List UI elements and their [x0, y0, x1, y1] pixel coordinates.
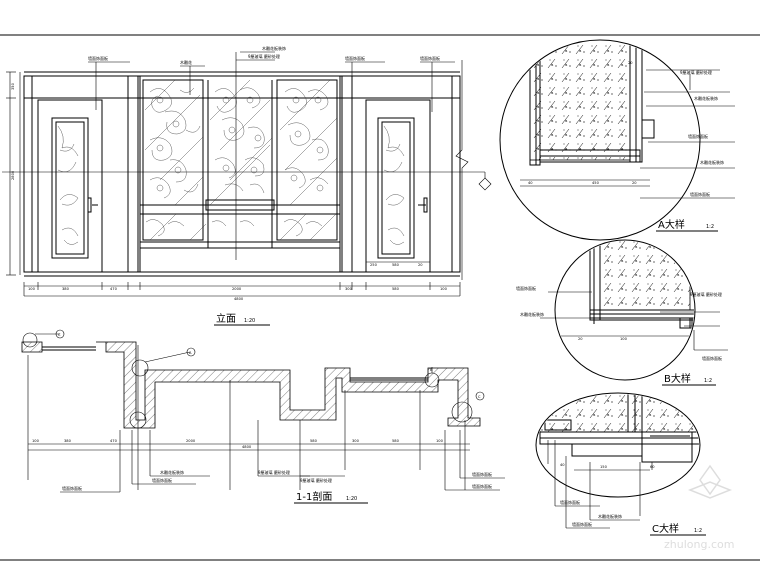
dim-380-left: 380 — [62, 287, 70, 291]
left-door — [37, 99, 103, 273]
sec-dim-380: 380 — [64, 439, 72, 443]
a-dim-40: 40 — [528, 181, 533, 185]
detail-c: 墙面饰面板 墙面饰面板 木雕花板装饰 40 150 60 C大样 1:2 — [535, 392, 706, 536]
dim-580: 580 — [392, 287, 400, 291]
section-title: 1-1剖面 — [296, 490, 332, 503]
b-label-glass: 9厘玻璃 磨砂处理 — [690, 291, 722, 297]
marker-c-right — [475, 391, 485, 401]
b-label-wall-veneer-2: 墙面饰面板 — [702, 355, 722, 361]
dim-2800-vertical: 2800 — [11, 170, 15, 180]
dim-4800: 4800 — [234, 297, 244, 301]
dim-580-b: 580 — [392, 263, 400, 267]
sec-dim-470: 470 — [110, 439, 118, 443]
ornament-left — [149, 87, 201, 199]
sec-dim-100b: 100 — [436, 439, 444, 443]
label-wall-veneer-right: 墙面饰面板 — [345, 55, 365, 61]
detail-a: 9厘玻璃 磨砂处理 木雕花板装饰 墙面饰面板 木雕花板装饰 墙面饰面板 40 4… — [499, 39, 735, 241]
label-wall-veneer-left: 墙面饰面板 — [88, 55, 108, 61]
a-label-carved-edge: 木雕花板装饰 — [694, 95, 718, 101]
callout-c-left — [22, 332, 38, 348]
dim-350-vertical: 350 — [11, 82, 15, 90]
c-dim-40: 40 — [560, 463, 565, 467]
detail-a-title: A大样 — [658, 218, 685, 231]
dim-470-left: 470 — [110, 287, 118, 291]
carved-screen-panel — [139, 75, 341, 273]
elevation-title: 立面 — [216, 312, 236, 325]
a-label-carved-edge-2: 木雕花板装饰 — [700, 159, 724, 165]
sec-dim-2000: 2000 — [186, 439, 196, 443]
c-dim-150: 150 — [600, 465, 608, 469]
ornament-center — [214, 87, 265, 194]
sec-dim-580: 580 — [310, 439, 318, 443]
callout-a — [131, 359, 149, 377]
marker-a-label: A — [189, 351, 192, 355]
b-label-carved-edge: 木雕花板装饰 — [520, 311, 544, 317]
sec-label-glass-note: 9厘玻璃 磨砂处理 — [258, 469, 290, 475]
sec-dim-300: 300 — [352, 439, 360, 443]
marker-c-left — [55, 329, 65, 339]
sec-label-glass-note-2: 9厘玻璃 磨砂处理 — [300, 477, 332, 483]
detail-b: 墙面饰面板 木雕花板装饰 9厘玻璃 磨砂处理 墙面饰面板 20 100 B大样 … — [516, 239, 728, 386]
elevation-view: 100 380 470 2000 300 580 100 4800 250 58… — [2, 45, 492, 326]
sec-label-wall-veneer-right: 墙面饰面板 — [472, 483, 492, 489]
callout-c-right — [451, 401, 473, 423]
detail-c-title: C大样 — [652, 522, 679, 535]
elevation-scale: 1:20 — [244, 318, 255, 324]
dim-2000: 2000 — [232, 287, 242, 291]
section-view: 100 380 470 2000 580 300 580 100 4800 C … — [21, 329, 505, 504]
sec-label-wall-veneer-2: 墙面饰面板 — [152, 477, 172, 483]
c-label-carved-edge: 木雕花板装饰 — [598, 513, 622, 519]
detail-b-scale: 1:2 — [704, 378, 712, 384]
sec-label-wall-veneer: 墙面饰面板 — [62, 485, 82, 491]
dim-100-right: 100 — [440, 287, 448, 291]
marker-a — [186, 347, 196, 357]
b-dim-100: 100 — [620, 337, 628, 341]
marker-c-left-label: C — [58, 333, 61, 337]
section-scale: 1:20 — [346, 496, 357, 502]
watermark: zhulong.com — [664, 464, 734, 551]
c-label-wall-veneer: 墙面饰面板 — [560, 499, 580, 505]
detail-c-scale: 1:2 — [694, 528, 702, 534]
marker-b-label: B — [430, 368, 433, 372]
watermark-text: zhulong.com — [664, 538, 734, 551]
detail-b-title: B大样 — [664, 372, 691, 385]
c-label-wall-veneer-2: 墙面饰面板 — [572, 521, 592, 527]
dim-20: 20 — [418, 263, 423, 267]
b-label-wall-veneer: 墙面饰面板 — [516, 285, 536, 291]
sec-dim-580b: 580 — [392, 439, 400, 443]
callout-lower-left — [129, 411, 147, 429]
label-carved-panel-edge: 木雕花板装饰 — [262, 45, 286, 51]
ornament-right — [284, 88, 329, 192]
sec-label-wall-veneer-right-2: 墙面饰面板 — [472, 471, 492, 477]
marker-c-right-label: C — [478, 395, 481, 399]
label-carved-panel: 木雕花 — [180, 59, 192, 65]
detail-a-scale: 1:2 — [706, 224, 714, 230]
dim-250: 250 — [370, 263, 378, 267]
a-dim-20: 20 — [632, 181, 637, 185]
dim-100-left: 100 — [28, 287, 36, 291]
label-wall-veneer-far: 墙面饰面板 — [420, 55, 440, 61]
right-door — [365, 99, 431, 273]
c-dim-60: 60 — [650, 465, 655, 469]
a-dim-450: 450 — [592, 181, 600, 185]
b-dim-20: 20 — [578, 337, 583, 341]
sec-dim-100: 100 — [32, 439, 40, 443]
a-dim-20-top: 20 — [628, 61, 633, 65]
sec-dim-4800: 4800 — [242, 445, 252, 449]
sec-label-carved-edge: 木雕花板装饰 — [160, 469, 184, 475]
a-label-wall-veneer-2: 墙面饰面板 — [690, 191, 710, 197]
a-label-wall-veneer: 墙面饰面板 — [688, 133, 708, 139]
a-label-glass: 9厘玻璃 磨砂处理 — [680, 69, 712, 75]
label-glass-note: 9厘玻璃 磨砂处理 — [248, 53, 280, 59]
dim-300: 300 — [345, 287, 353, 291]
